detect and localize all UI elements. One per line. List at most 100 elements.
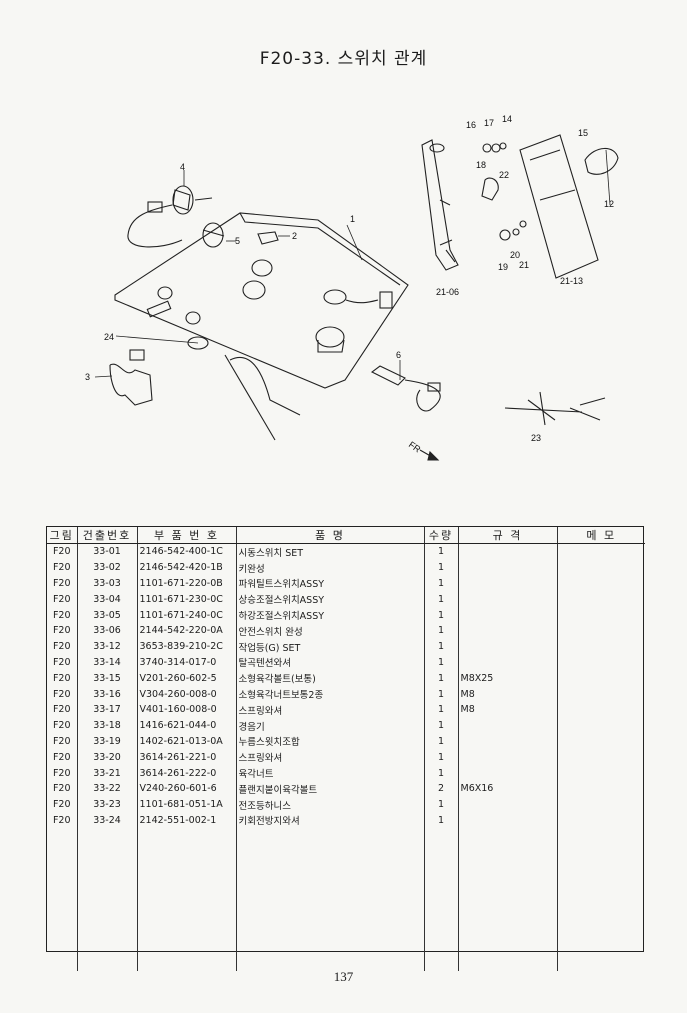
cell-item-no: 33-21 bbox=[77, 765, 138, 781]
empty-cell bbox=[236, 828, 425, 845]
empty-cell bbox=[458, 875, 558, 892]
cell-figure: F20 bbox=[47, 559, 78, 576]
cell-item-no: 33-05 bbox=[77, 607, 138, 623]
empty-table-row bbox=[47, 875, 645, 892]
cell-figure: F20 bbox=[47, 796, 78, 813]
cell-item-no: 33-15 bbox=[77, 670, 138, 687]
cell-part-no: 2142-551-002-1 bbox=[137, 812, 237, 829]
cell-part-no: 3740-314-017-0 bbox=[137, 654, 237, 671]
dashboard-panel bbox=[114, 212, 409, 389]
empty-cell bbox=[458, 923, 558, 939]
cell-item-no: 33-03 bbox=[77, 575, 138, 592]
cell-item-no: 33-12 bbox=[77, 638, 138, 655]
cell-item-no: 33-01 bbox=[77, 543, 138, 560]
cell-spec bbox=[458, 575, 558, 592]
cell-qty: 1 bbox=[424, 812, 459, 829]
cell-spec: M8X25 bbox=[458, 670, 558, 687]
cell-memo bbox=[557, 686, 645, 702]
cell-part-name: 전조등하니스 bbox=[236, 796, 425, 813]
cell-figure: F20 bbox=[47, 607, 78, 623]
empty-cell bbox=[557, 923, 645, 939]
cell-spec bbox=[458, 654, 558, 671]
header-figure: 그림 bbox=[47, 527, 78, 544]
callout-22: 22 bbox=[499, 170, 509, 180]
empty-cell bbox=[77, 938, 138, 955]
cell-figure: F20 bbox=[47, 670, 78, 687]
empty-cell bbox=[458, 907, 558, 924]
callout-5: 5 bbox=[235, 236, 240, 246]
cell-item-no: 33-20 bbox=[77, 749, 138, 766]
empty-cell bbox=[424, 923, 459, 939]
cell-part-name: 키완성 bbox=[236, 559, 425, 576]
cell-spec bbox=[458, 543, 558, 560]
callout-15: 15 bbox=[578, 128, 588, 138]
cell-spec: M8 bbox=[458, 701, 558, 718]
page-number: 137 bbox=[333, 969, 354, 984]
cell-part-name: 스프링와셔 bbox=[236, 749, 425, 766]
cell-item-no: 33-04 bbox=[77, 591, 138, 608]
cell-part-name: 소형육각너트보통2종 bbox=[236, 686, 425, 702]
cell-item-no: 33-06 bbox=[77, 622, 138, 639]
cell-part-no: 1101-671-240-0C bbox=[137, 607, 237, 623]
callout-16: 16 bbox=[466, 120, 476, 130]
cell-part-no: 1402-621-013-0A bbox=[137, 733, 237, 750]
cell-part-no: 1416-621-044-0 bbox=[137, 717, 237, 734]
cell-figure: F20 bbox=[47, 638, 78, 655]
cell-part-no: V201-260-602-5 bbox=[137, 670, 237, 687]
cell-spec bbox=[458, 765, 558, 781]
cell-figure: F20 bbox=[47, 591, 78, 608]
cell-memo bbox=[557, 655, 645, 671]
empty-cell bbox=[77, 923, 138, 939]
callout-labels: 1 2 3 4 5 6 12 15 16 17 14 18 19 20 21 2… bbox=[85, 114, 614, 455]
callout-21-06: 21-06 bbox=[436, 287, 459, 297]
cell-qty: 1 bbox=[424, 733, 459, 750]
empty-table-row bbox=[47, 859, 645, 876]
cell-spec bbox=[458, 622, 558, 639]
cell-part-name: 작업등(G) SET bbox=[236, 638, 425, 655]
empty-cell bbox=[458, 828, 558, 845]
cell-part-name: 하강조절스위치ASSY bbox=[236, 607, 425, 623]
empty-cell bbox=[458, 844, 558, 860]
empty-cell bbox=[77, 891, 138, 908]
cell-qty: 1 bbox=[424, 670, 459, 687]
key-part bbox=[257, 231, 279, 245]
empty-cell bbox=[77, 954, 138, 971]
empty-table-row bbox=[47, 907, 645, 924]
empty-cell bbox=[424, 954, 459, 971]
mirror-part bbox=[584, 147, 619, 175]
empty-cell bbox=[137, 923, 237, 939]
cell-part-no: V240-260-601-6 bbox=[137, 780, 237, 797]
cell-qty: 1 bbox=[424, 717, 459, 734]
cell-part-name: 경음기 bbox=[236, 717, 425, 734]
empty-cell bbox=[424, 859, 459, 876]
empty-cell bbox=[236, 923, 425, 939]
cell-qty: 1 bbox=[424, 622, 459, 639]
empty-table-row bbox=[47, 891, 645, 908]
switch-part-5 bbox=[202, 222, 224, 248]
callout-17: 17 bbox=[484, 118, 494, 128]
empty-cell bbox=[47, 938, 78, 955]
empty-cell bbox=[458, 891, 558, 908]
empty-cell bbox=[424, 828, 459, 845]
cell-memo bbox=[557, 623, 645, 639]
cell-item-no: 33-19 bbox=[77, 733, 138, 750]
cell-part-no: 2146-542-420-1B bbox=[137, 559, 237, 576]
cell-spec bbox=[458, 591, 558, 608]
empty-cell bbox=[557, 907, 645, 923]
cell-item-no: 33-22 bbox=[77, 780, 138, 797]
empty-cell bbox=[424, 938, 459, 955]
cell-memo bbox=[557, 544, 645, 560]
empty-cell bbox=[557, 828, 645, 844]
empty-cell bbox=[77, 859, 138, 876]
empty-cell bbox=[137, 891, 237, 908]
callout-21-13: 21-13 bbox=[560, 276, 583, 286]
header-spec: 규 격 bbox=[458, 527, 558, 544]
